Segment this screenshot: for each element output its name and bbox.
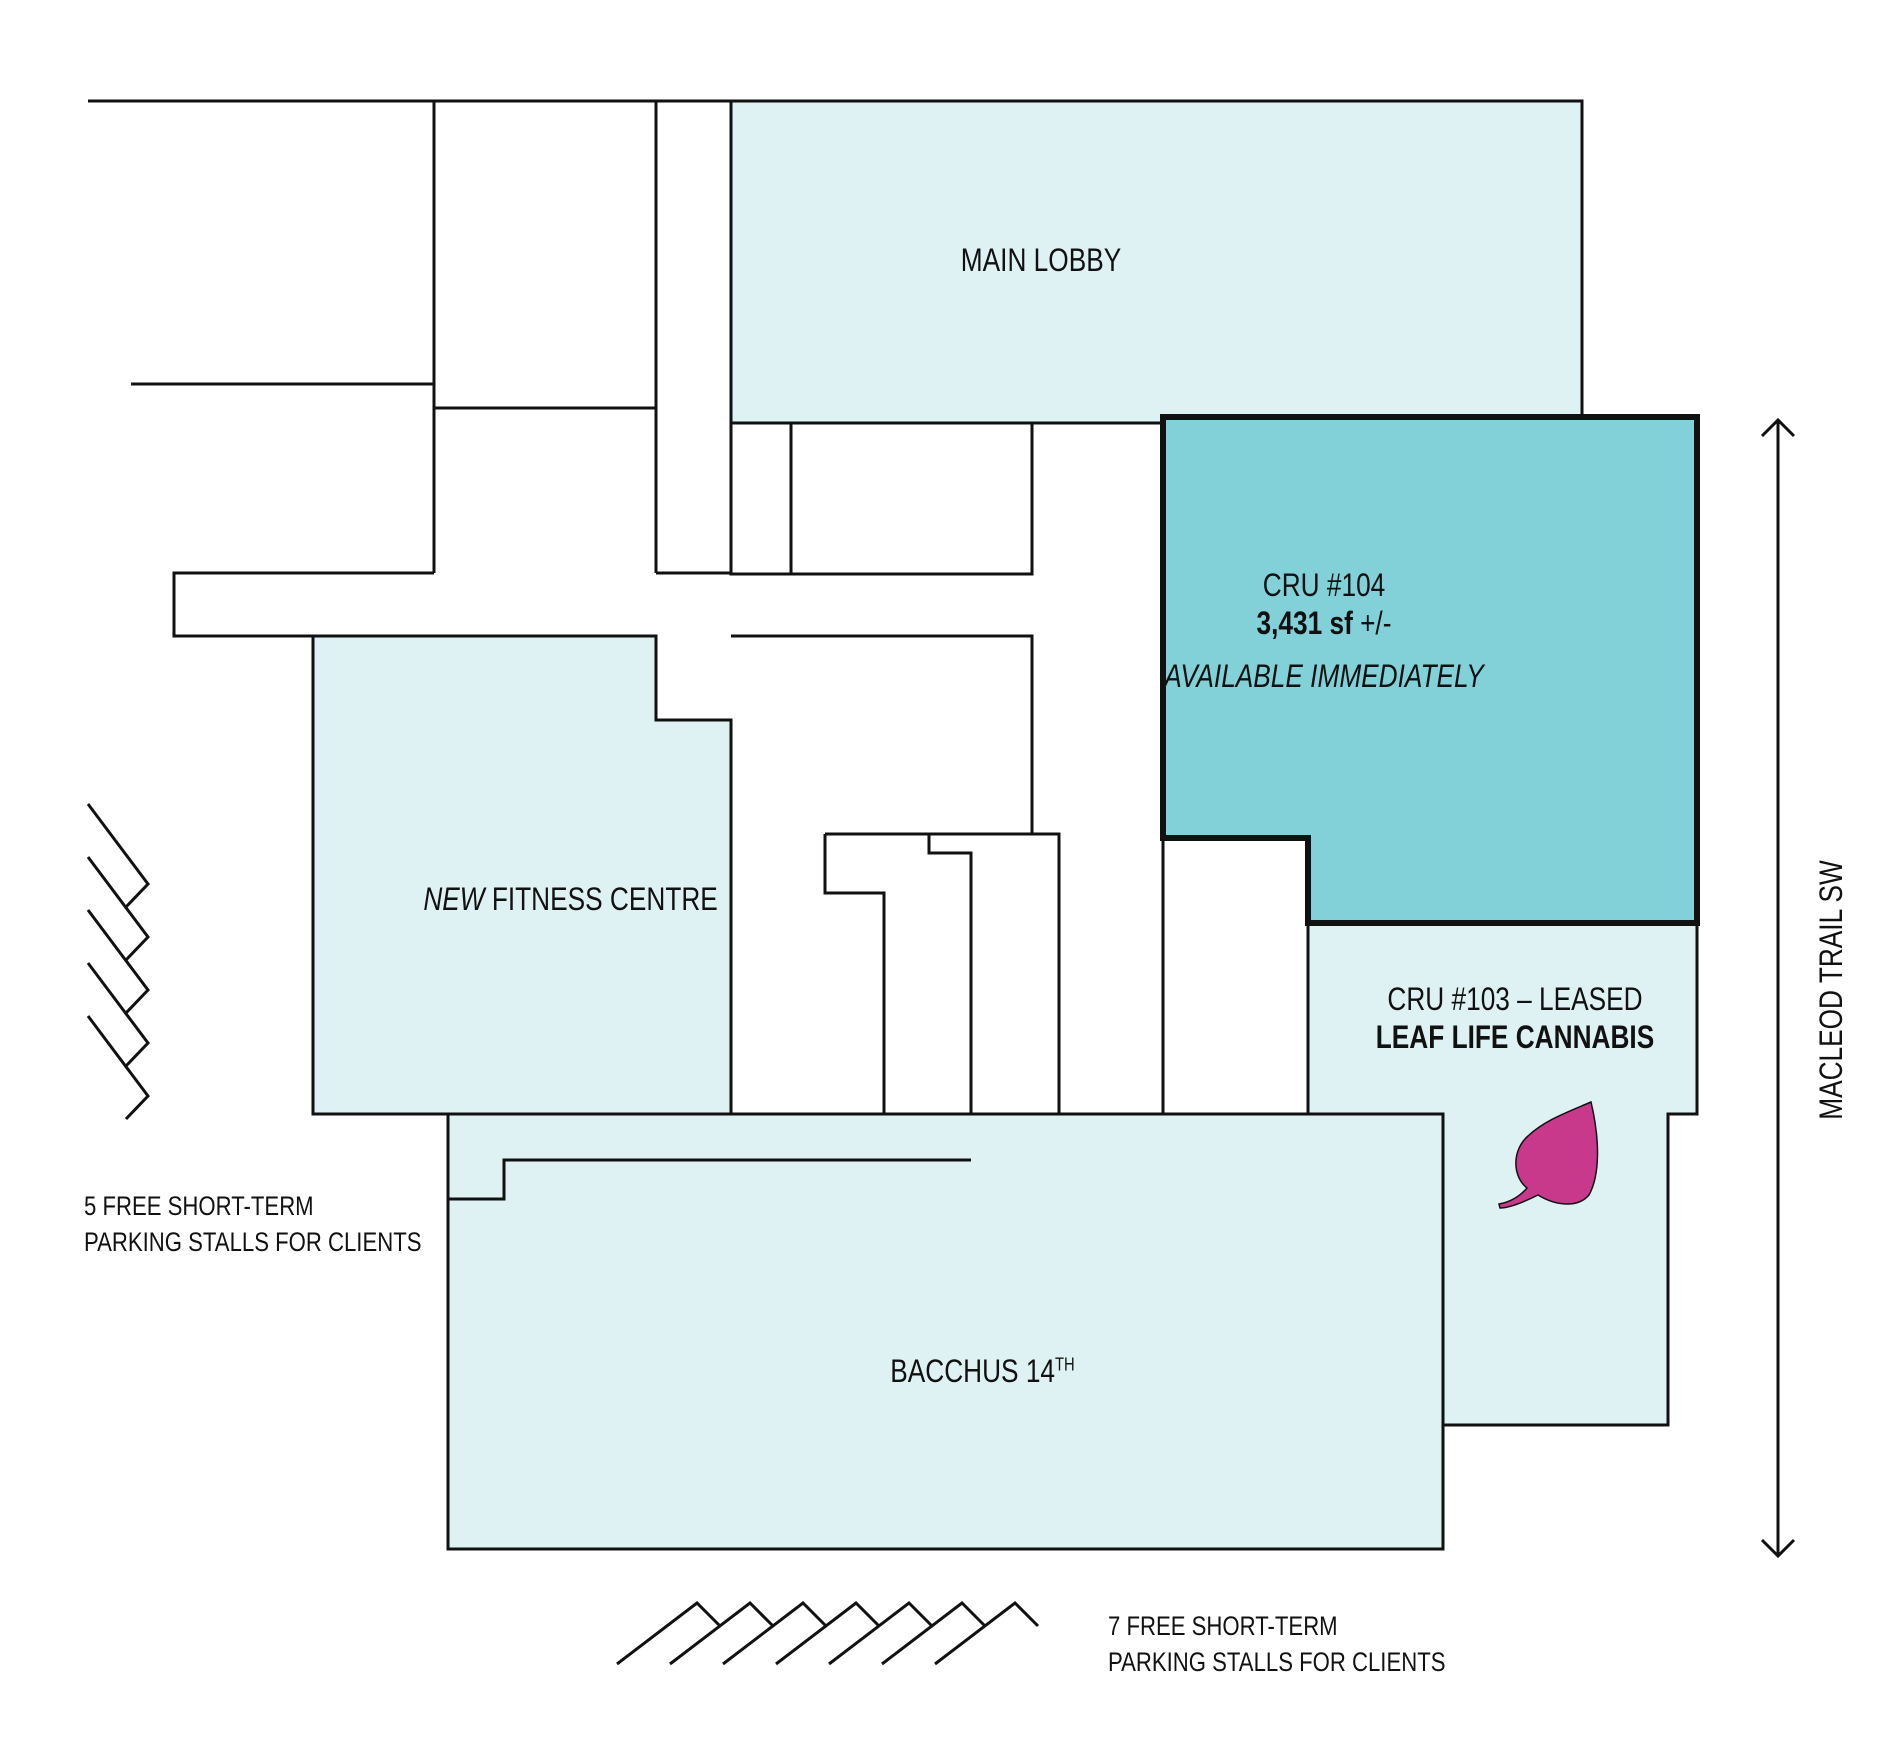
parking-stall	[722, 1601, 828, 1666]
bacchus-sup: TH	[1055, 1354, 1075, 1375]
parking-stall	[86, 962, 150, 1068]
fitness-name: FITNESS CENTRE	[484, 881, 718, 917]
bacchus-label: BACCHUS 14TH	[890, 1352, 1074, 1390]
small-room-walls	[1161, 838, 1308, 1116]
parking-stall	[86, 909, 150, 1015]
main-lobby-text: MAIN LOBBY	[960, 242, 1122, 278]
double-arrow-icon	[1760, 417, 1796, 1559]
leaf-icon	[1498, 1100, 1599, 1209]
street-name: MACLEOD TRAIL SW	[1812, 860, 1849, 1120]
left-parking-line2: PARKING STALLS FOR CLIENTS	[84, 1227, 422, 1258]
street-label: MACLEOD TRAIL SW	[1812, 860, 1850, 1120]
cru104-area-suffix: +/-	[1352, 605, 1392, 642]
parking-stall	[934, 1601, 1040, 1666]
cru103-label: CRU #103 – LEASED LEAF LIFE CANNABIS	[1315, 980, 1715, 1057]
main-lobby-label: MAIN LOBBY	[959, 241, 1123, 279]
left-parking-line1: 5 FREE SHORT-TERM	[84, 1191, 314, 1221]
bacchus-room[interactable]	[446, 1112, 1445, 1551]
parking-stall	[86, 803, 150, 909]
cru104-room[interactable]	[1160, 414, 1700, 926]
bottom-parking-stalls	[616, 1601, 1040, 1666]
cru104-name: CRU #104	[1262, 567, 1386, 603]
bacchus-name: BACCHUS 14	[890, 1353, 1056, 1389]
left-parking-stalls	[86, 803, 150, 1121]
parking-stall	[86, 856, 150, 962]
fitness-centre-label: NEW FITNESS CENTRE	[423, 880, 717, 918]
bacchus-notch	[448, 1158, 971, 1201]
cru104-area: 3,431 sf +/-	[1160, 604, 1488, 642]
fitness-new-prefix: NEW	[423, 881, 485, 917]
cru104-availability: AVAILABLE IMMEDIATELY	[1164, 657, 1484, 694]
cru104-area-value: 3,431 sf	[1256, 605, 1353, 642]
cru103-name: CRU #103 – LEASED	[1387, 981, 1643, 1017]
upper-center-walls	[729, 423, 1034, 576]
parking-stall	[775, 1601, 881, 1666]
bottom-parking-line2: PARKING STALLS FOR CLIENTS	[1108, 1647, 1446, 1678]
parking-stall	[669, 1601, 775, 1666]
cru104-label: CRU #104 3,431 sf +/- AVAILABLE IMMEDIAT…	[1124, 566, 1524, 695]
center-room-walls	[729, 720, 1165, 1160]
bottom-parking-line1: 7 FREE SHORT-TERM	[1108, 1611, 1338, 1641]
bottom-parking-label: 7 FREE SHORT-TERM PARKING STALLS FOR CLI…	[1108, 1610, 1446, 1679]
parking-stall	[881, 1601, 987, 1666]
main-lobby-room[interactable]	[729, 99, 1584, 425]
cru103-tenant: LEAF LIFE CANNABIS	[1375, 1019, 1655, 1056]
parking-stall	[828, 1601, 934, 1666]
fitness-centre-room[interactable]	[311, 634, 733, 1116]
top-left-walls	[88, 99, 731, 573]
corridor-walls	[172, 571, 1034, 834]
parking-stall	[86, 1015, 150, 1121]
left-parking-label: 5 FREE SHORT-TERM PARKING STALLS FOR CLI…	[84, 1190, 422, 1259]
parking-stall	[616, 1601, 722, 1666]
